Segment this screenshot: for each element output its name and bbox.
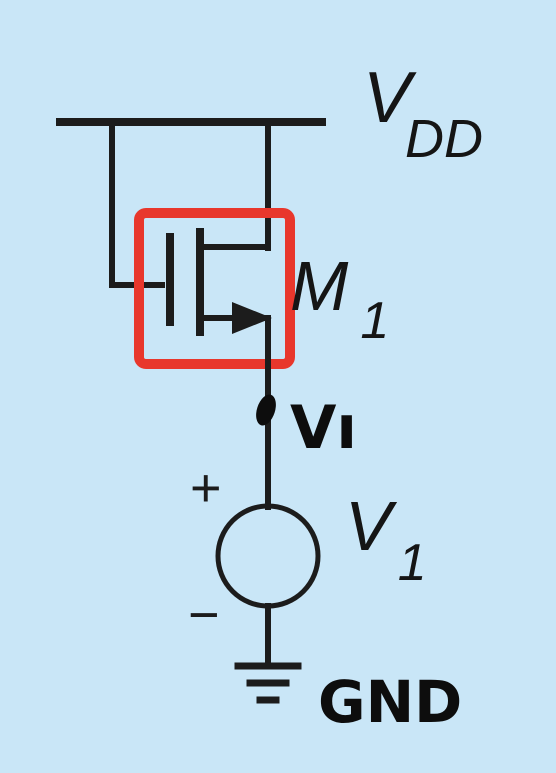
minus-sign: − [188, 585, 220, 645]
plus-sign: + [190, 458, 222, 518]
gnd-label: GND [318, 668, 462, 736]
drain-stub [197, 244, 271, 251]
nmos-transistor-m1 [166, 228, 272, 353]
node-label-v1: Vı [290, 393, 357, 463]
source-arrow-icon [232, 302, 272, 334]
highlight-box [134, 208, 295, 369]
gate-tie-wire [109, 119, 165, 288]
voltage-source-v1 [215, 503, 321, 609]
ground-icon [234, 662, 302, 704]
node-dot [256, 394, 276, 426]
